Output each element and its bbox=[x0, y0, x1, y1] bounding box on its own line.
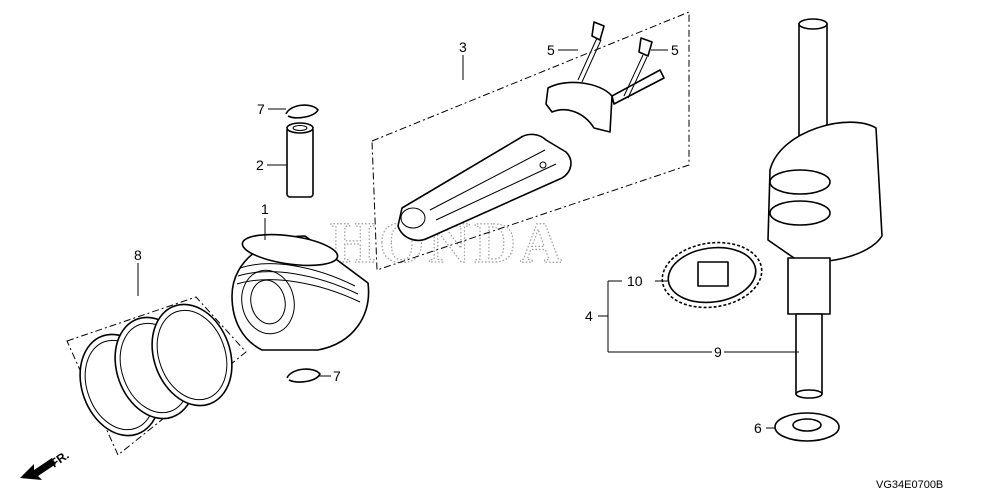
callout-pin-clip-top: 7 bbox=[257, 101, 265, 117]
callout-pin-clip-bottom: 7 bbox=[333, 368, 341, 384]
callout-connecting-rod: 3 bbox=[459, 39, 467, 55]
crankshaft-assembly-bracket bbox=[598, 280, 799, 353]
piston-pin bbox=[267, 122, 314, 198]
piston-pin-clip-bottom bbox=[286, 368, 331, 383]
connecting-rod-bolt-right bbox=[623, 37, 668, 99]
callout-rod-bolt-left: 5 bbox=[547, 42, 555, 58]
connecting-rod-bolt-left bbox=[558, 21, 605, 83]
callout-rod-bolt-right: 5 bbox=[671, 42, 679, 58]
callout-piston: 1 bbox=[261, 201, 269, 217]
callout-timing-gear: 10 bbox=[627, 273, 643, 289]
front-direction-indicator: FR. bbox=[20, 448, 72, 480]
callout-crankshaft-assembly: 4 bbox=[585, 308, 593, 324]
timing-gear bbox=[655, 241, 763, 309]
callout-piston-pin: 2 bbox=[256, 157, 264, 173]
piston bbox=[231, 218, 370, 351]
thrust-washer bbox=[766, 412, 840, 442]
diagram-code: VG34E0700B bbox=[876, 479, 943, 491]
callout-piston-ring-set: 8 bbox=[134, 247, 142, 263]
connecting-rod bbox=[371, 11, 690, 271]
piston-pin-clip-top bbox=[268, 104, 319, 119]
callout-crankshaft: 9 bbox=[714, 344, 722, 360]
front-arrow-icon bbox=[20, 458, 56, 480]
callout-thrust-washer: 6 bbox=[754, 420, 762, 436]
crankshaft bbox=[767, 18, 883, 399]
piston-ring-set bbox=[66, 263, 247, 456]
